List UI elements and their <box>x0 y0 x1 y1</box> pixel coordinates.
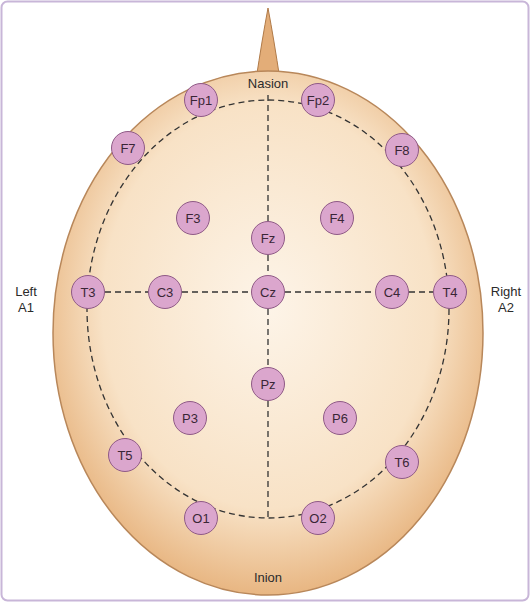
electrode-label: Fp2 <box>307 94 329 107</box>
dashed-line <box>182 291 251 292</box>
nose <box>256 8 280 80</box>
electrode-circle: Fz <box>251 221 285 255</box>
electrode-circle: F3 <box>176 201 210 235</box>
electrode-circle: P6 <box>323 401 357 435</box>
electrode-circle: F8 <box>385 133 419 167</box>
electrode-circle: P3 <box>173 401 207 435</box>
landmark-label: Inion <box>228 570 308 586</box>
landmark-label: Left A1 <box>6 284 46 317</box>
electrode-label: Pz <box>260 378 275 391</box>
dashed-line <box>267 255 268 275</box>
electrode-circle: T4 <box>433 275 467 309</box>
electrode-label: T4 <box>442 286 457 299</box>
electrode-circle: Fp2 <box>301 83 335 117</box>
electrode-label: O1 <box>192 512 209 525</box>
midline <box>267 95 268 221</box>
electrode-label: C4 <box>384 286 401 299</box>
electrode-circle: O1 <box>184 501 218 535</box>
landmark-label: Nasion <box>228 76 308 92</box>
dashed-line <box>285 291 375 292</box>
electrode-circle: T5 <box>108 438 142 472</box>
head-outline <box>53 71 483 595</box>
dashed-ring <box>87 100 449 518</box>
electrode-circle: T6 <box>385 445 419 479</box>
dashed-line <box>409 291 433 292</box>
electrode-label: T5 <box>117 449 132 462</box>
electrode-label: P3 <box>182 412 198 425</box>
electrode-circle: Pz <box>251 367 285 401</box>
electrode-label: Fz <box>261 232 275 245</box>
electrode-circle: Cz <box>251 275 285 309</box>
electrode-label: Cz <box>260 286 276 299</box>
electrode-label: Fp1 <box>190 94 212 107</box>
electrode-label: O2 <box>309 512 326 525</box>
electrode-label: F7 <box>120 142 135 155</box>
electrode-circle: F4 <box>320 201 354 235</box>
electrode-circle: Fp1 <box>184 83 218 117</box>
electrode-label: C3 <box>157 286 174 299</box>
electrode-label: F8 <box>394 144 409 157</box>
electrode-circle: F7 <box>111 131 145 165</box>
electrode-label: P6 <box>332 412 348 425</box>
dashed-line <box>105 291 148 292</box>
electrode-label: F3 <box>185 212 200 225</box>
midline <box>267 401 268 518</box>
electrode-label: F4 <box>329 212 344 225</box>
electrode-circle: C3 <box>148 275 182 309</box>
electrode-label: T6 <box>394 456 409 469</box>
electrode-circle: T3 <box>71 275 105 309</box>
landmark-label: Right A2 <box>485 284 527 317</box>
dashed-line <box>267 309 268 367</box>
electrode-circle: O2 <box>301 501 335 535</box>
electrode-circle: C4 <box>375 275 409 309</box>
electrode-label: T3 <box>80 286 95 299</box>
